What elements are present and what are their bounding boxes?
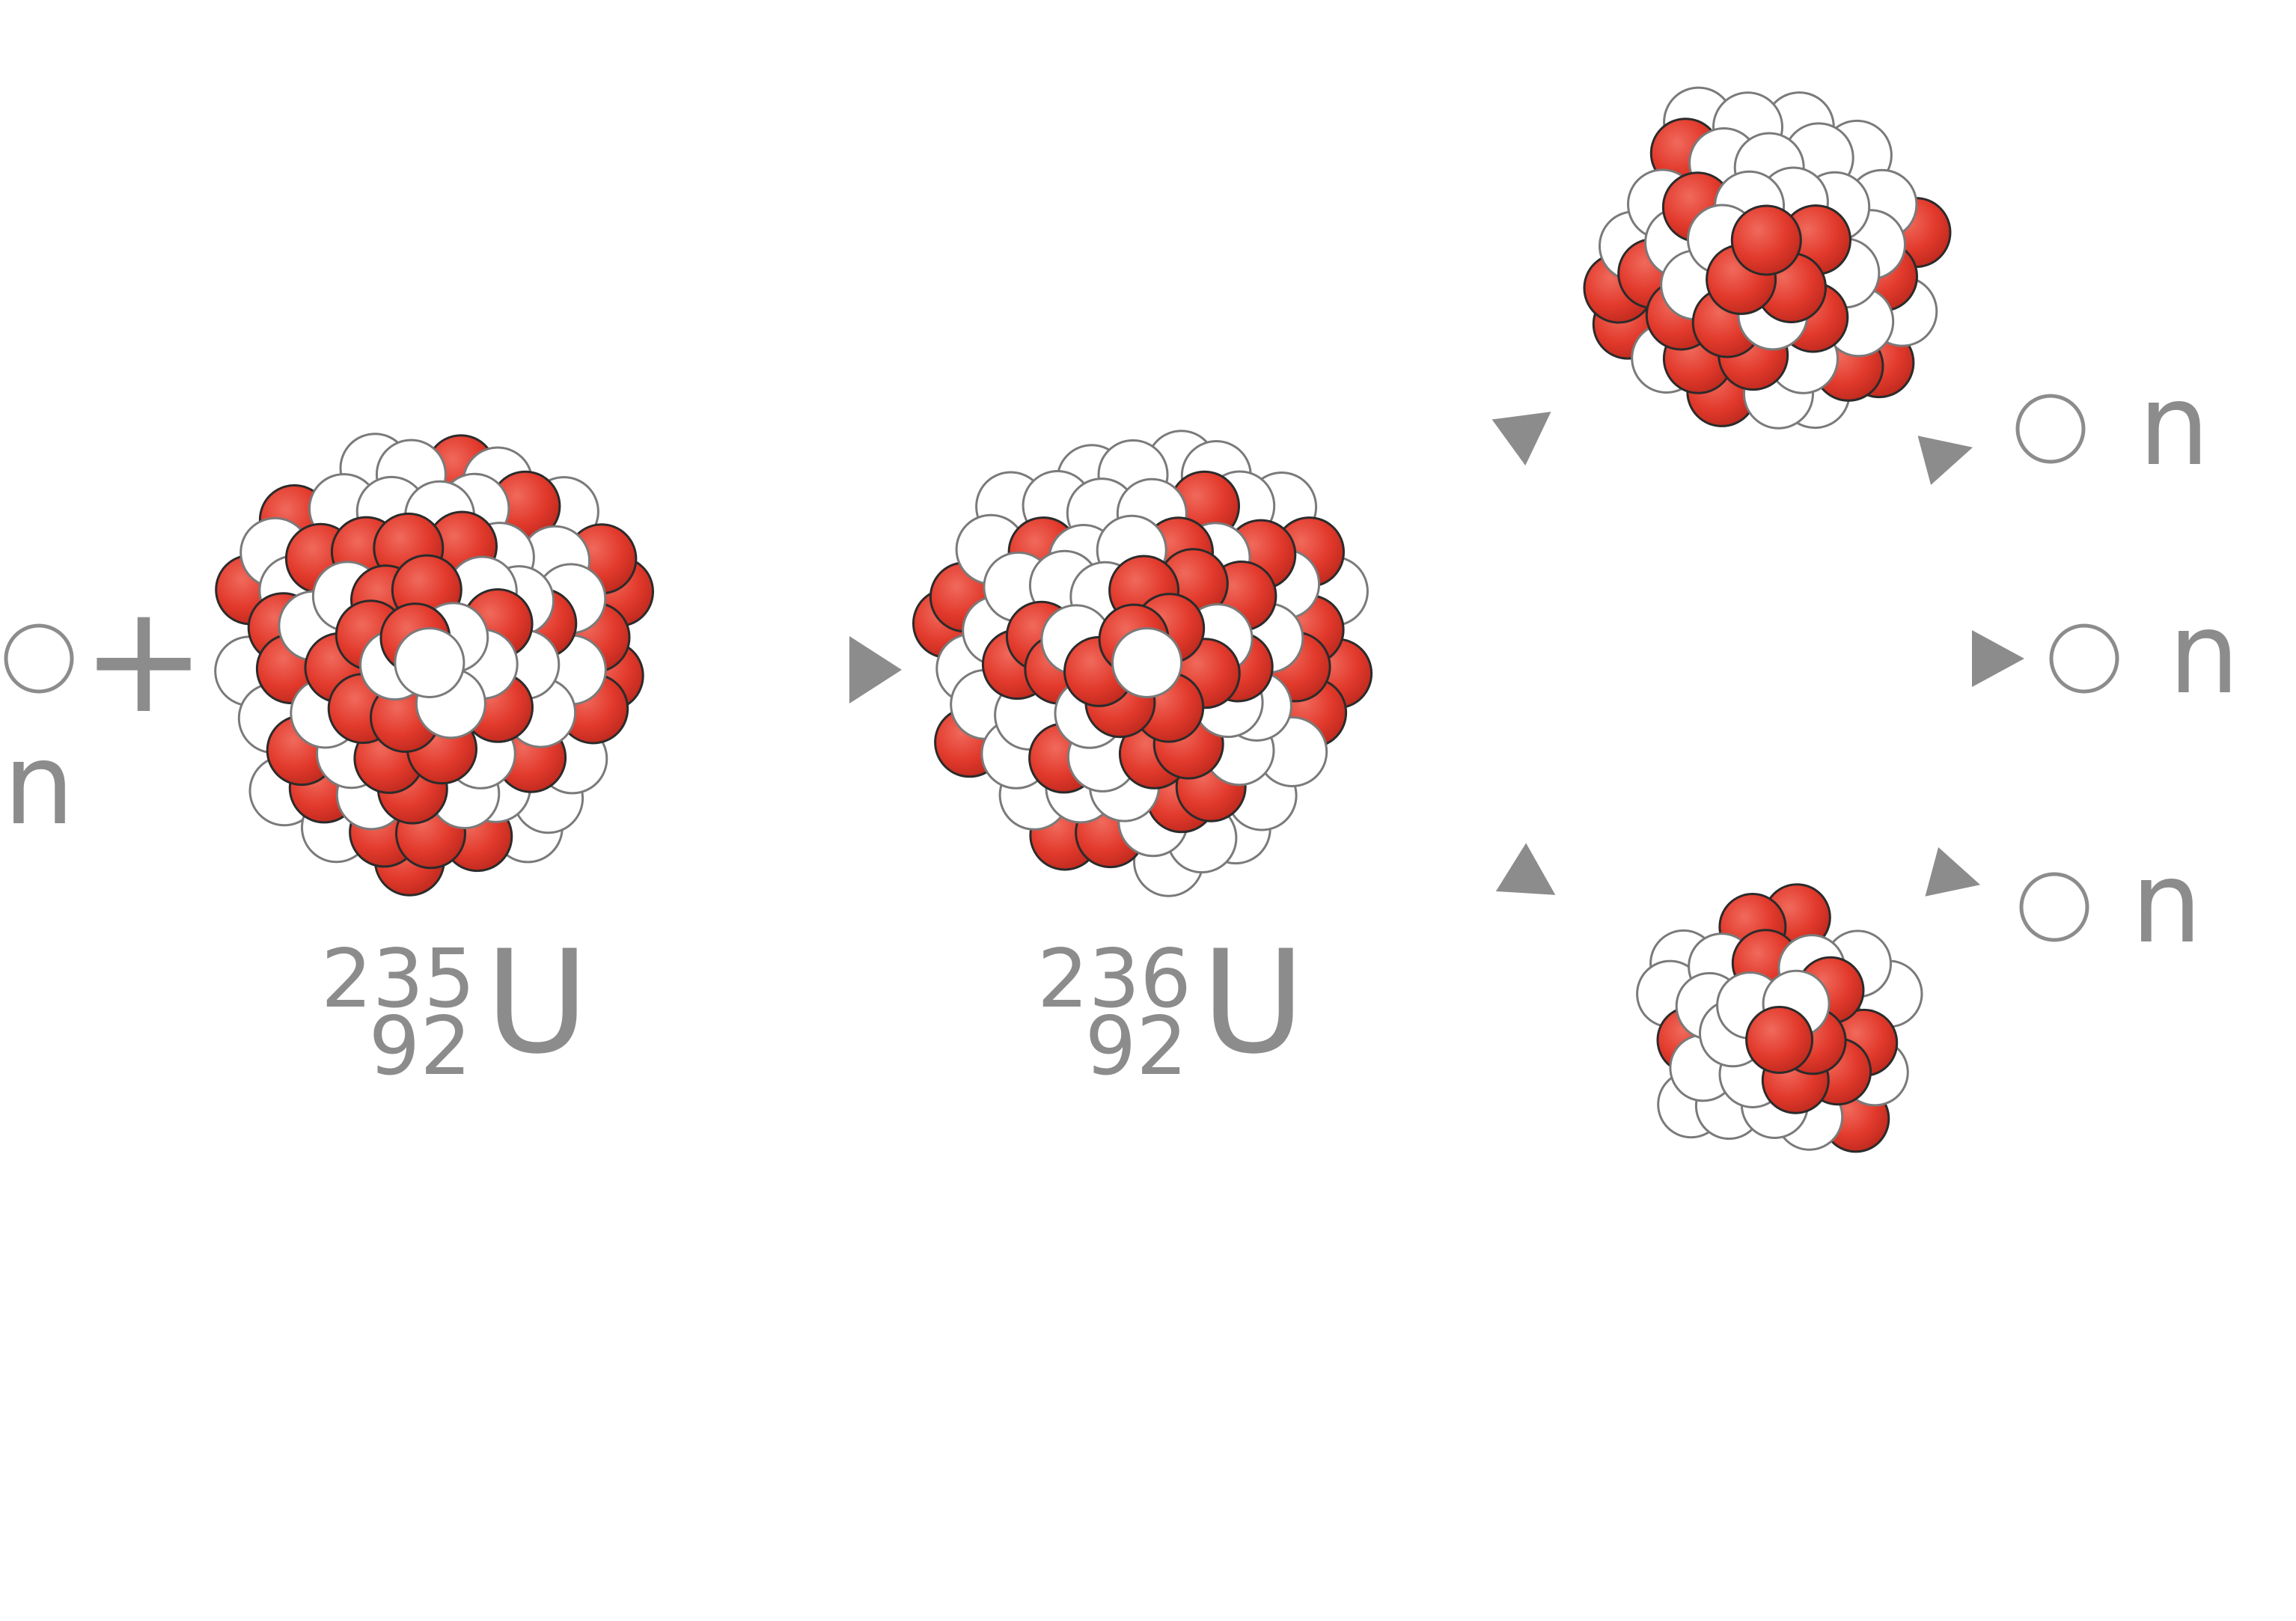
neutron-label: n: [2138, 361, 2209, 491]
u236-nucleus-icon: [912, 430, 1373, 897]
arrow-fragment-upper: [1400, 412, 1551, 525]
incoming-neutron-label: n: [3, 720, 74, 850]
proton-icon: [1745, 1006, 1814, 1074]
emitted-neutron-2: n: [2049, 589, 2240, 719]
fission-fragment-upper-icon: [1583, 86, 1952, 430]
emitted-neutron-3: n: [2019, 838, 2202, 968]
u235-element-symbol: U: [485, 920, 589, 1085]
u235-nucleus-icon: [214, 433, 654, 897]
neutron-icon: [2015, 394, 2086, 464]
u236-element-symbol: U: [1201, 920, 1305, 1085]
neutron-label: n: [2168, 589, 2239, 719]
neutron-icon: [2049, 623, 2119, 694]
neutron-particle-icon: [1111, 627, 1183, 698]
arrow-neutron-1: [1419, 436, 1973, 604]
arrow-capture: [689, 636, 902, 703]
arrow-neutron-2: [1459, 630, 2024, 687]
neutron-icon: [2019, 872, 2089, 942]
plus-icon: +: [81, 573, 207, 747]
neutron-particle-icon: [394, 627, 465, 698]
arrow-neutron-3: [1426, 728, 1981, 897]
fission-fragment-lower-icon: [1636, 883, 1923, 1153]
proton-icon: [1730, 204, 1802, 276]
u236-label: 236 92 U: [1037, 920, 1305, 1093]
u236-atomic-number: 92: [1085, 1000, 1188, 1093]
u235-atomic-number: 92: [369, 1000, 471, 1093]
u235-label: 235 92 U: [321, 920, 589, 1093]
neutron-label: n: [2131, 838, 2202, 968]
arrow-fragment-lower: [1405, 796, 1556, 895]
incoming-neutron-icon: [4, 623, 74, 694]
u236-mass-number: 236: [1037, 932, 1191, 1026]
emitted-neutron-1: n: [2015, 361, 2210, 491]
u235-mass-number: 235: [321, 932, 475, 1026]
